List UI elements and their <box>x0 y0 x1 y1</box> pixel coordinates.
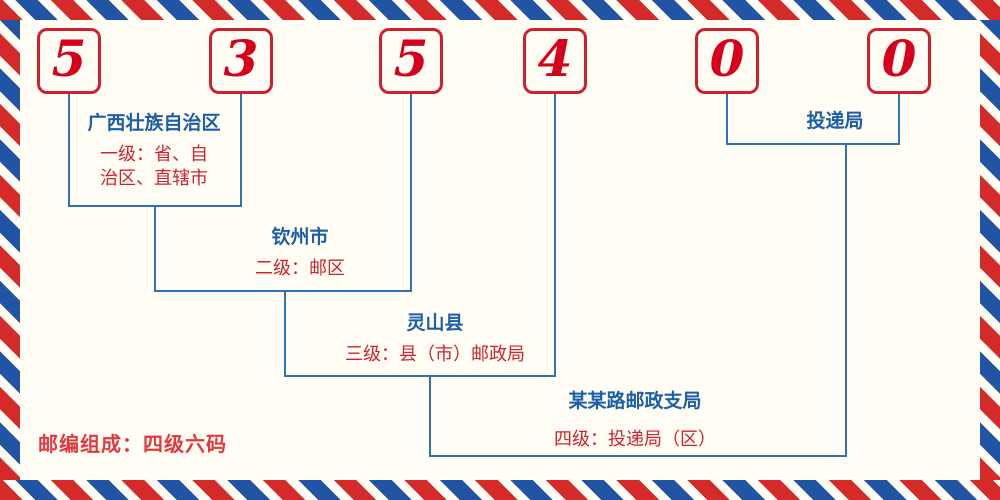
label-level2-desc: 二级：邮区 <box>255 257 345 279</box>
label-delivery-office: 投递局 <box>765 110 905 134</box>
connector-line <box>429 375 431 455</box>
connector-line <box>726 94 728 143</box>
connector-line <box>410 94 412 290</box>
connector-line <box>554 94 556 375</box>
label-level3: 灵山县 三级：县（市）邮政局 <box>320 312 550 367</box>
connector-line <box>154 290 412 292</box>
label-level4-title: 某某路邮政支局 <box>568 390 702 412</box>
digit-box-5: 0 <box>695 28 759 94</box>
connector-line <box>284 375 556 377</box>
label-level2-title: 钦州市 <box>271 226 329 248</box>
digit-5: 0 <box>709 29 745 88</box>
digit-box-2: 3 <box>209 28 273 94</box>
envelope-border-bottom <box>0 480 1000 500</box>
connector-line <box>898 94 900 143</box>
digit-4: 4 <box>537 29 573 88</box>
digit-6: 0 <box>881 29 917 88</box>
label-level4-desc: 四级：投递局（区） <box>554 428 716 450</box>
digit-1: 5 <box>51 29 87 88</box>
digit-2: 3 <box>223 29 259 88</box>
label-level3-desc: 三级：县（市）邮政局 <box>345 343 525 365</box>
connector-line <box>68 94 70 205</box>
label-level1: 广西壮族自治区 一级：省、自治区、直辖市 <box>70 112 238 191</box>
label-level2: 钦州市 二级：邮区 <box>225 226 375 281</box>
label-level3-title: 灵山县 <box>406 312 464 334</box>
digit-box-3: 5 <box>379 28 443 94</box>
label-delivery-office-title: 投递局 <box>806 110 864 132</box>
digit-box-6: 0 <box>867 28 931 94</box>
digit-box-4: 4 <box>523 28 587 94</box>
digit-3: 5 <box>393 29 429 88</box>
envelope-border-left <box>0 20 20 480</box>
label-level1-desc: 一级：省、自治区、直辖市 <box>100 143 208 190</box>
connector-line <box>154 205 156 290</box>
connector-line <box>429 455 847 457</box>
envelope-border-right <box>980 20 1000 480</box>
label-level4: 某某路邮政支局 四级：投递局（区） <box>515 390 755 452</box>
footer-composition-note: 邮编组成：四级六码 <box>38 432 227 456</box>
envelope-border-top <box>0 0 1000 20</box>
connector-line <box>240 94 242 205</box>
connector-line <box>284 290 286 375</box>
connector-line <box>726 143 900 145</box>
connector-line <box>845 143 847 455</box>
label-level1-title: 广西壮族自治区 <box>87 112 221 134</box>
digit-box-1: 5 <box>37 28 101 94</box>
